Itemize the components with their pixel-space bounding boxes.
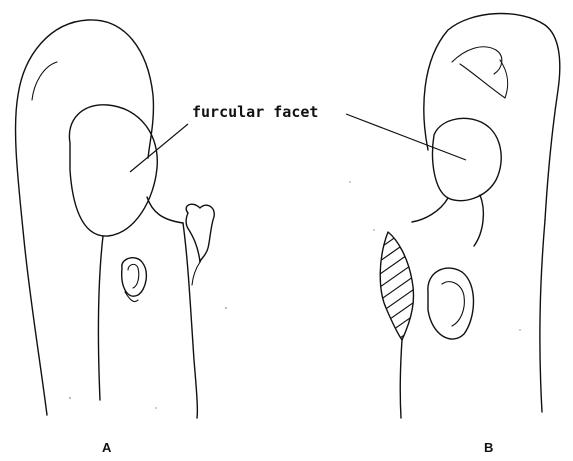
panel-b-furcular-facet [433, 118, 502, 200]
panel-a-furcular-facet [69, 105, 157, 236]
furcular-facet-label: furcular facet [192, 103, 318, 121]
panel-b-shaft-right [540, 220, 545, 412]
panel-b-bone-outline [424, 14, 560, 220]
panel-b-drawing [370, 14, 560, 418]
panel-a-drawing [16, 20, 215, 418]
panel-a-shaft-right [183, 223, 197, 418]
panel-a-shaft-inner [98, 236, 103, 400]
panel-b-foramen-outer [428, 268, 474, 339]
scan-specks [69, 109, 520, 408]
callout-leader-a [130, 124, 188, 172]
panel-a-process [186, 204, 214, 262]
panel-b-neck-ridge-right [474, 195, 483, 246]
panel-b-shaft-left [400, 340, 402, 418]
panel-b-foramen-inner [442, 282, 464, 326]
panel-a-bone-outline [16, 20, 154, 415]
panel-a-head-inner-edge [32, 62, 57, 100]
panel-a-process-edge [192, 262, 200, 285]
panel-a-foramen-inner [128, 264, 139, 288]
panel-a-label: A [102, 440, 112, 455]
panel-b-label: B [484, 440, 493, 455]
panel-b-head-crest [452, 47, 502, 74]
panel-a-foramen-outer [122, 258, 147, 296]
panel-b-hatch-lines [370, 220, 420, 359]
panel-a-neck-ridge [147, 197, 183, 223]
furcular-facet-callout: furcular facet [130, 103, 466, 172]
panel-b-neck-ridge [412, 198, 448, 222]
panel-b-hatched-region [380, 232, 413, 340]
